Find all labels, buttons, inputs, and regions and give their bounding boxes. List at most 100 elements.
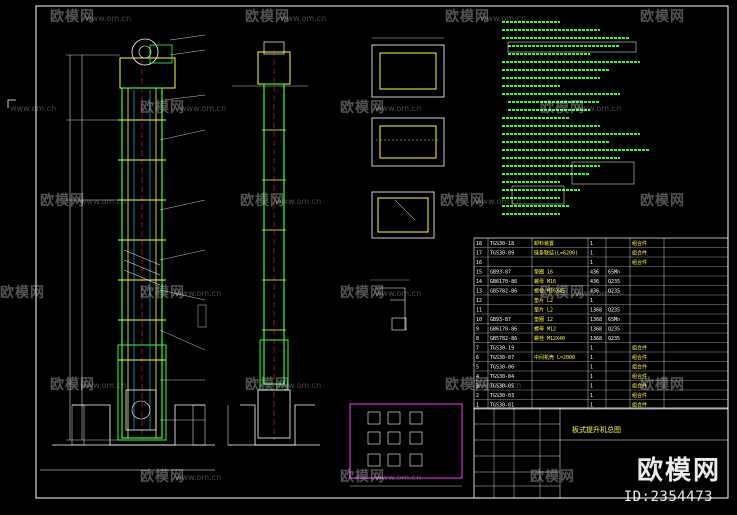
table-cell: 螺栓 M16X45 bbox=[534, 288, 565, 295]
table-cell: 436 bbox=[590, 270, 599, 276]
table-cell: Q235 bbox=[608, 327, 620, 333]
table-cell: 18 bbox=[476, 241, 482, 247]
table-cell: 1 bbox=[590, 260, 593, 266]
watermark-brand: 欧模网 bbox=[640, 9, 685, 25]
table-cell: 3 bbox=[476, 384, 479, 390]
table-cell: 9 bbox=[476, 327, 479, 333]
table-cell: 65Mn bbox=[608, 317, 620, 323]
table-cell: 436 bbox=[590, 289, 599, 295]
table-cell: 14 bbox=[476, 279, 482, 285]
table-cell: TGS30-04 bbox=[490, 374, 514, 380]
watermark-brand: 欧模网 bbox=[340, 469, 385, 485]
table-cell: 1368 bbox=[590, 327, 602, 333]
table-cell: 1 bbox=[590, 384, 593, 390]
table-cell: 65Mn bbox=[608, 270, 620, 276]
table-cell: 4 bbox=[476, 374, 479, 380]
watermark-brand: 欧模网 bbox=[50, 9, 95, 25]
table-cell: GB5782-86 bbox=[490, 336, 517, 342]
table-cell: TGS30-05 bbox=[490, 384, 514, 390]
table-cell: 组合件 bbox=[632, 259, 647, 266]
table-cell: 13 bbox=[476, 289, 482, 295]
table-cell: 组合件 bbox=[632, 250, 647, 257]
table-cell: 链条联结(L=6200) bbox=[534, 250, 578, 257]
table-cell: 7 bbox=[476, 346, 479, 352]
model-id-label: ID:2354473 bbox=[623, 489, 713, 505]
watermark-url: www.om.cn bbox=[375, 104, 422, 113]
table-cell: 1 bbox=[476, 403, 479, 409]
table-cell: 10 bbox=[476, 317, 482, 323]
watermark-brand: 欧模网 bbox=[0, 285, 45, 301]
watermark-brand: 欧模网 bbox=[340, 100, 385, 116]
watermark-brand: 欧模网 bbox=[640, 193, 685, 209]
note-table bbox=[571, 161, 635, 185]
table-cell: 15 bbox=[476, 270, 482, 276]
watermark-url: www.om.cn bbox=[10, 104, 57, 113]
table-cell: TGS30-18 bbox=[490, 241, 514, 247]
table-cell: 1 bbox=[590, 393, 593, 399]
watermark-brand: 欧模网 bbox=[340, 285, 385, 301]
watermark-brand: 欧模网 bbox=[440, 193, 485, 209]
front-elevation-view bbox=[40, 34, 215, 471]
table-cell: 1368 bbox=[590, 308, 602, 314]
foundation-plan bbox=[349, 403, 463, 487]
watermark-brand: 欧模网 bbox=[445, 377, 490, 393]
section-views bbox=[370, 37, 445, 331]
table-cell: 16 bbox=[476, 260, 482, 266]
watermark-url: www.om.cn bbox=[375, 473, 422, 482]
table-cell: TGS30-09 bbox=[490, 251, 514, 257]
watermark-url: www.om.cn bbox=[175, 473, 222, 482]
watermark-brand: 欧模网 bbox=[40, 193, 85, 209]
brand-logo-text: 欧模网 bbox=[636, 456, 721, 486]
table-cell: GB93-87 bbox=[490, 270, 511, 276]
table-cell: 组合件 bbox=[632, 373, 647, 380]
watermark-url: www.om.cn bbox=[275, 197, 322, 206]
table-cell: 螺母 M12 bbox=[534, 326, 556, 333]
watermark-url: www.om.cn bbox=[180, 104, 227, 113]
table-cell: Q235 bbox=[608, 308, 620, 314]
table-cell: GB6170-86 bbox=[490, 279, 517, 285]
table-cell: Q235 bbox=[608, 336, 620, 342]
watermark-url: www.om.cn bbox=[375, 289, 422, 298]
table-cell: GB6170-86 bbox=[490, 327, 517, 333]
table-cell: TGS30-03 bbox=[490, 393, 514, 399]
table-cell: 卸料装置 bbox=[534, 240, 554, 247]
table-cell: 5 bbox=[476, 365, 479, 371]
table-cell: 436 bbox=[590, 279, 599, 285]
table-cell: 1 bbox=[590, 355, 593, 361]
watermark-brand: 欧模网 bbox=[140, 100, 185, 116]
table-cell: 组合件 bbox=[632, 354, 647, 361]
watermark-url: www.om.cn bbox=[575, 289, 622, 298]
corner-mark bbox=[7, 99, 16, 108]
watermark-url: www.om.cn bbox=[480, 14, 527, 23]
table-cell: 1368 bbox=[590, 336, 602, 342]
table-cell: 中间机壳 L=2000 bbox=[534, 354, 575, 361]
table-cell: 组合件 bbox=[632, 383, 647, 390]
table-cell: TGS30-19 bbox=[490, 346, 514, 352]
watermark-url: www.om.cn bbox=[475, 381, 522, 390]
table-cell: GB93-87 bbox=[490, 317, 511, 323]
note-table bbox=[507, 41, 637, 53]
table-cell: 组合件 bbox=[632, 240, 647, 247]
table-cell: 8 bbox=[476, 336, 479, 342]
watermark-brand: 欧模网 bbox=[240, 193, 285, 209]
table-cell: 组合件 bbox=[632, 402, 647, 409]
table-cell: 组合件 bbox=[632, 392, 647, 399]
watermark-url: www.om.cn bbox=[85, 14, 132, 23]
table-cell: 垫片 L2 bbox=[534, 297, 553, 304]
watermark-url: www.om.cn bbox=[80, 381, 127, 390]
watermark-brand: 欧模网 bbox=[245, 377, 290, 393]
table-cell: 1 bbox=[590, 241, 593, 247]
watermark-brand: 欧模网 bbox=[140, 285, 185, 301]
watermark-brand: 欧模网 bbox=[245, 9, 290, 25]
table-cell: GB5782-86 bbox=[490, 289, 517, 295]
table-cell: 组合件 bbox=[632, 364, 647, 371]
watermark-brand: 欧模网 bbox=[50, 377, 95, 393]
table-cell: 1 bbox=[590, 346, 593, 352]
table-cell: 11 bbox=[476, 308, 482, 314]
technical-notes bbox=[502, 21, 650, 215]
watermark-url: www.om.cn bbox=[175, 289, 222, 298]
watermark-brand: 欧模网 bbox=[445, 9, 490, 25]
